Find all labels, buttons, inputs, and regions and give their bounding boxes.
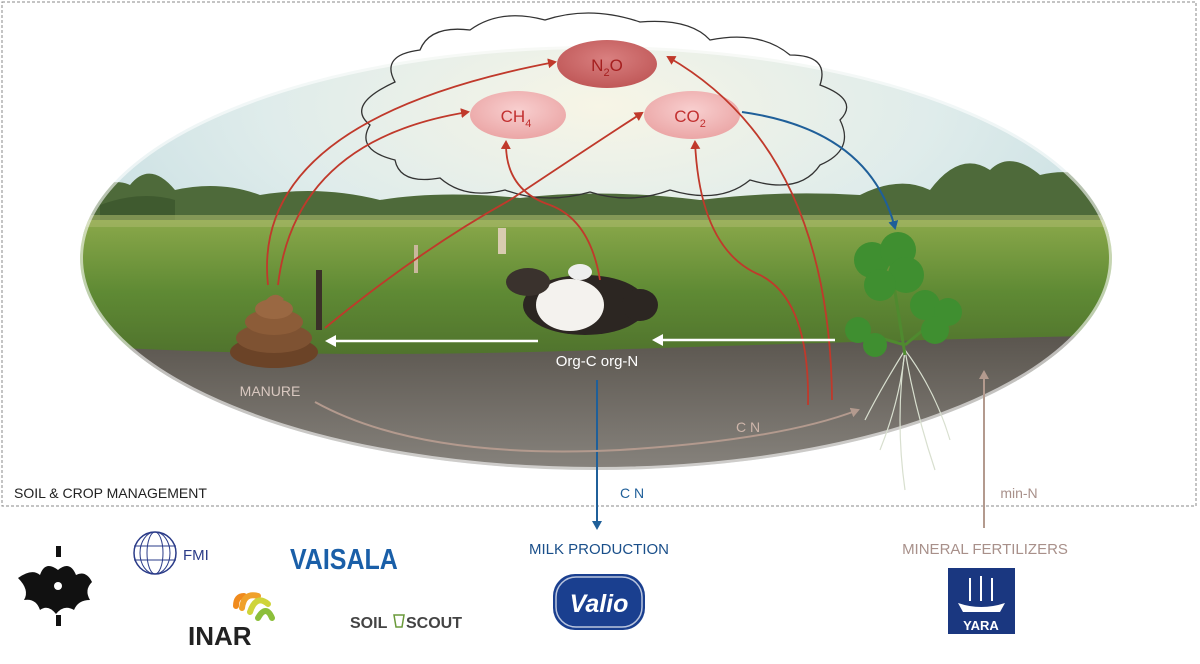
viking-ship-icon xyxy=(958,603,1005,612)
milk-production-label: MILK PRODUCTION xyxy=(529,541,669,558)
ch4-label-sub: 4 xyxy=(525,118,531,130)
org-c-org-n-label: Org-C org-N xyxy=(556,353,639,370)
cloud-outline xyxy=(361,12,848,199)
svg-text:CH4: CH4 xyxy=(501,107,532,130)
inar-logo: INAR xyxy=(188,592,275,651)
arrow-co2-to-clover xyxy=(741,111,899,230)
cow-illustration xyxy=(506,264,658,335)
n2o-node: N2O xyxy=(557,40,657,88)
co2-node: CO2 xyxy=(644,91,740,139)
co2-label-base: CO xyxy=(674,107,700,126)
arrow-manure-to-n2o xyxy=(266,58,557,286)
manure-pile xyxy=(230,294,318,368)
ch4-label-base: CH xyxy=(501,107,526,126)
management-frame xyxy=(1,1,1197,507)
mineral-fertilizers-label: MINERAL FERTILIZERS xyxy=(902,541,1068,558)
soilscout-logo-text-a: SOIL xyxy=(350,615,388,632)
vaisala-logo: VAISALA xyxy=(290,544,398,576)
soilscout-leaf-icon xyxy=(393,614,405,628)
yara-logo-text: YARA xyxy=(963,618,999,633)
ch4-node: CH4 xyxy=(470,91,566,139)
valio-logo: Valio xyxy=(553,574,645,630)
n2o-label-sub: 2 xyxy=(603,67,609,79)
milk-cn-label: C N xyxy=(620,485,644,501)
yara-logo: YARA xyxy=(948,568,1015,634)
fmi-logo: FMI xyxy=(133,531,209,575)
manure-label: MANURE xyxy=(240,383,301,399)
emission-arrows xyxy=(266,56,833,406)
soilscout-logo-text-b: SCOUT xyxy=(406,615,462,632)
soil-cn-label: C N xyxy=(736,419,760,435)
n2o-label-base: N xyxy=(591,56,603,75)
arrow-manure-to-co2 xyxy=(324,111,644,329)
n2o-label-tail: O xyxy=(610,56,623,75)
svg-text:N2O: N2O xyxy=(591,56,623,79)
svg-text:CO2: CO2 xyxy=(674,107,706,130)
fmi-logo-text: FMI xyxy=(183,547,209,564)
arrow-cow-to-ch4 xyxy=(500,140,601,281)
arrow-manure-to-soil-cn xyxy=(314,401,860,453)
inar-logo-text: INAR xyxy=(188,621,252,651)
arrow-soil-to-n2o xyxy=(666,56,833,401)
valio-logo-text: Valio xyxy=(570,590,629,618)
soilscout-logo: SOIL SCOUT xyxy=(350,614,462,632)
arrow-soil-to-co2 xyxy=(690,140,809,406)
min-n-label: min-N xyxy=(1000,485,1037,501)
co2-label-sub: 2 xyxy=(700,118,706,130)
section-label: SOIL & CROP MANAGEMENT xyxy=(14,485,207,501)
clover-plant xyxy=(845,232,962,491)
arrow-manure-to-ch4 xyxy=(277,108,470,286)
university-of-helsinki-logo xyxy=(18,546,92,626)
